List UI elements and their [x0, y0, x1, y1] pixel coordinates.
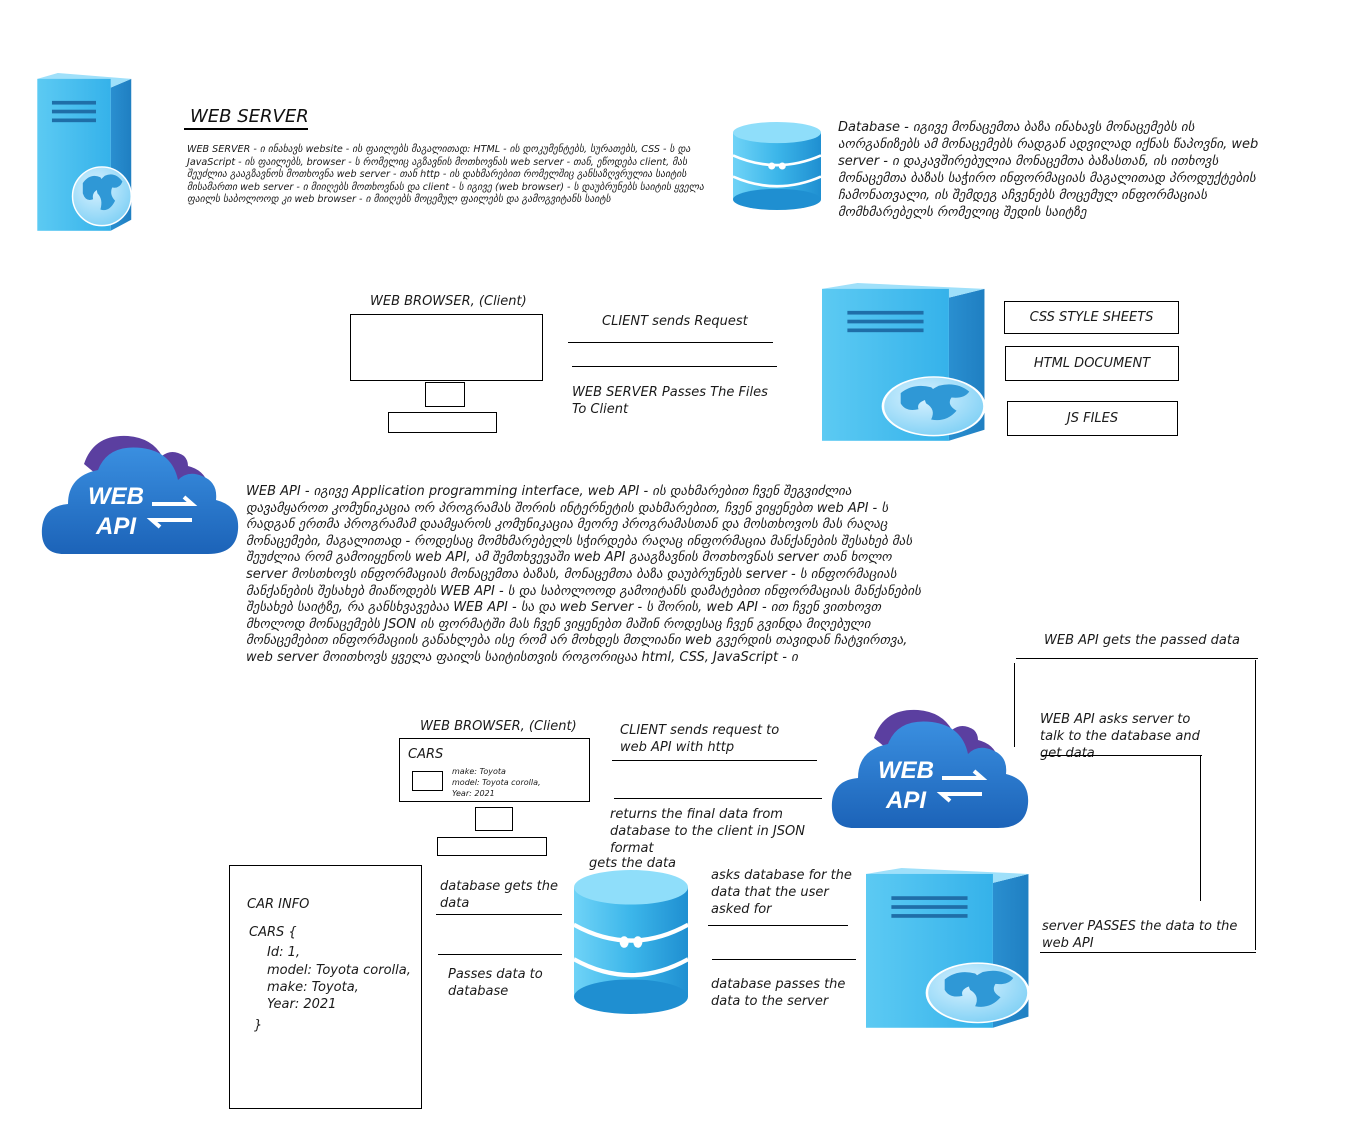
api-gets-right-drop: [1255, 660, 1257, 950]
monitor-screen: [350, 314, 543, 381]
monitor-screen-2: [399, 738, 590, 802]
browser-label-2: WEB BROWSER, (Client): [420, 719, 577, 734]
returns-line: [614, 798, 822, 800]
api-asks-server-label: WEB API asks server to talk to the datab…: [1040, 712, 1200, 761]
car-info-line-2: Id: 1,: [267, 945, 301, 960]
request-line: [568, 342, 773, 344]
db-passes-server-label: database passes the data to the server: [711, 977, 846, 1009]
screen-image-placeholder: [412, 771, 443, 791]
client-request-api-label: CLIENT sends request to web API with htt…: [620, 723, 780, 755]
api-gets-data-label: WEB API gets the passed data: [1044, 633, 1240, 648]
server-icon-2: [864, 866, 1030, 1030]
asks-database-label: asks database for the data that the user…: [711, 868, 852, 917]
server-passes-files-label: WEB SERVER Passes The Files To Client: [572, 385, 768, 417]
server-passes-line: [1040, 952, 1256, 954]
web-api-logo-line2: API: [95, 513, 137, 540]
monitor-base-2: [437, 837, 547, 856]
car-info-line-4: make: Toyota,: [267, 980, 359, 995]
database-icon: [731, 120, 823, 212]
monitor-base: [388, 412, 497, 433]
client-sends-request-label: CLIENT sends Request: [602, 314, 748, 329]
car-info-line-1: CARS {: [249, 925, 297, 940]
database-description: Database - იგივე მონაცემთა ბაზა ინახავს …: [838, 120, 1259, 220]
returns-final-data-label: returns the final data from database to …: [610, 807, 805, 856]
screen-title: CARS: [408, 747, 444, 762]
response-line: [572, 366, 777, 368]
monitor-stand: [425, 382, 465, 407]
screen-detail-year: Year: 2021: [452, 789, 495, 798]
web-api-logo2-line2: API: [885, 787, 927, 814]
screen-detail-make: make: Toyota: [452, 767, 506, 776]
server-icon: [820, 281, 986, 443]
web-api-cloud-icon-2: WEB API: [831, 709, 1029, 828]
db-passes-line: [712, 959, 856, 961]
car-info-line-5: Year: 2021: [267, 997, 337, 1012]
car-info-line-6: }: [254, 1018, 263, 1033]
gets-the-data-label: gets the data: [589, 856, 677, 871]
api-gets-line: [1016, 658, 1258, 660]
monitor-stand-2: [475, 807, 513, 831]
web-server-icon: [36, 72, 132, 232]
client-request-line: [612, 760, 817, 762]
server-passes-api-label: server PASSES the data to the web API: [1042, 919, 1238, 951]
web-server-description: WEB SERVER - ი ინახავს website - ის ფაილ…: [187, 144, 704, 205]
car-info-title: CAR INFO: [247, 897, 310, 912]
api-gets-left-drop: [1014, 663, 1016, 747]
api-asks-drop: [1200, 755, 1202, 901]
asks-database-line: [708, 925, 848, 927]
js-files-box: JS FILES: [1007, 401, 1178, 436]
passes-to-db-line: [438, 954, 562, 956]
web-server-title: WEB SERVER: [190, 106, 309, 127]
car-info-line-3: model: Toyota corolla,: [267, 963, 411, 978]
web-api-cloud-icon: WEB API: [41, 435, 239, 554]
browser-label: WEB BROWSER, (Client): [370, 294, 527, 309]
passes-data-to-database-label: Passes data to database: [448, 967, 543, 999]
database-gets-data-label: database gets the data: [440, 879, 558, 911]
database-gets-line: [436, 914, 562, 916]
car-info-box: CAR INFO CARS { Id: 1, model: Toyota cor…: [229, 865, 422, 1109]
web-api-logo2-line1: WEB: [878, 757, 934, 784]
screen-detail-model: model: Toyota corolla,: [452, 778, 541, 787]
api-asks-line: [1042, 755, 1202, 757]
css-style-sheets-box: CSS STYLE SHEETS: [1004, 301, 1179, 334]
web-server-title-underline: [184, 128, 308, 130]
database-icon-2: [574, 870, 688, 1014]
web-api-logo-line1: WEB: [88, 483, 144, 510]
web-api-description: WEB API - იგივე Application programming …: [246, 484, 921, 665]
html-document-box: HTML DOCUMENT: [1005, 346, 1179, 381]
